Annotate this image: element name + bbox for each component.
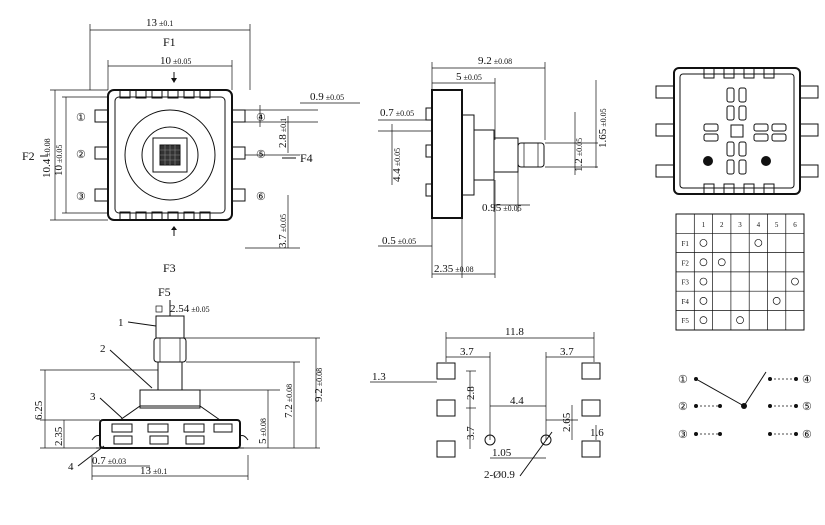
fp-row-pitch-2: 3.7 [465,426,477,440]
label-f1: F1 [163,35,176,49]
fp-pad: 1.3 [372,371,386,383]
fp-total: 11.8 [505,326,524,338]
table-row-label: F1 [681,240,689,248]
fp-hole-offset: 1.05 [492,447,512,459]
top-inner-width: 10±0.05 [160,55,191,67]
contact-mark [699,239,708,247]
fp-row-pitch: 2.8 [465,386,477,400]
fp-center: 4.4 [510,395,524,407]
label-f4: F4 [300,151,313,165]
side-body: 5±0.05 [456,71,482,83]
pin-mark-1: ① [76,112,86,124]
top-inner-height: 10±0.05 [53,145,65,176]
contact-mark [699,277,708,286]
side-height: 4.4±0.05 [391,148,403,182]
schem-pin-5: ⑤ [802,401,812,413]
front-h4: 7.2±0.08 [283,384,295,418]
callout-1: 1 [118,317,124,329]
table-col-header: 3 [738,221,742,229]
top-width: 13±0.1 [146,17,173,29]
table-col-header: 5 [775,221,779,229]
front-view: F5 2.54±0.05 1 2 3 4 6.25 2.35 [33,285,325,480]
front-h1: 6.25 [33,400,45,420]
contact-mark [699,258,708,267]
schem-pin-6: ⑥ [802,429,812,441]
contact-mark [791,277,799,286]
callout-3: 3 [90,391,96,403]
pin-mark-4: ④ [256,112,266,124]
pin-mark-3: ③ [76,191,86,203]
label-f5: F5 [158,285,171,299]
side-base: 0.5±0.05 [382,235,416,247]
table-col-header: 2 [720,221,724,229]
table-row-label: F5 [681,317,689,325]
schem-pin-3: ③ [678,429,688,441]
bottom-view [655,67,819,195]
table-col-header: 6 [793,221,797,229]
contact-mark [772,297,781,305]
callout-2: 2 [100,343,106,355]
fp-left-pitch: 3.7 [460,346,474,358]
table-col-header: 1 [702,221,706,229]
fp-v2: 1.6 [590,427,604,439]
table-row-label: F3 [681,279,689,287]
table-row-label: F4 [681,298,689,306]
top-height: 10.4±0.08 [41,138,53,178]
fp-v1: 2.65 [561,412,573,432]
contact-mark [736,316,744,324]
side-flange: 0.7±0.05 [380,107,414,119]
contact-mark [699,316,708,324]
front-h2: 2.35 [53,426,65,446]
schem-pin-2: ② [678,401,688,413]
contact-mark [754,239,763,247]
side-tip: 0.95±0.05 [482,202,522,214]
side-shaft-small: 1.2±0.05 [573,138,585,172]
pin-mark-2: ② [76,149,86,161]
front-h5: 9.2±0.08 [313,368,325,402]
top-offset: 3.7±0.05 [277,214,289,248]
pin-mark-6: ⑥ [256,191,266,203]
schem-pin-4: ④ [802,374,812,386]
front-shaft-width: 2.54±0.05 [170,303,210,315]
top-pin-pitch: 2.8±0.1 [277,118,289,148]
front-h3: 5±0.08 [257,418,269,444]
label-f3: F3 [163,261,176,275]
side-offset: 2.35±0.08 [434,263,474,275]
schem-pin-1: ① [678,374,688,386]
fp-holes: 2-Ø0.9 [484,469,515,481]
top-pin-width: 0.9±0.05 [310,91,344,103]
front-pin: 0.7±0.03 [92,455,126,467]
side-view: 9.2±0.08 5±0.05 0.7±0.05 4.4±0.05 1.65 [378,55,609,278]
table-col-header: 4 [757,221,761,229]
side-shaft-dia: 1.65±0.05 [597,108,609,148]
front-width: 13±0.1 [140,465,167,477]
label-f2: F2 [22,149,35,163]
side-length: 9.2±0.08 [478,55,512,67]
top-view: 13±0.1 F1 10±0.05 [22,17,360,275]
pcb-footprint: 11.8 3.7 3.7 1.3 2.8 3.7 4.4 2.65 1.6 1.… [370,326,604,481]
switch-schematic: ① ② ③ ④ ⑤ ⑥ [678,371,812,441]
fp-right-pitch: 3.7 [560,346,574,358]
table-row-label: F2 [681,259,689,267]
callout-4: 4 [68,461,74,473]
contact-mark [717,258,726,267]
contact-mark [699,297,708,305]
